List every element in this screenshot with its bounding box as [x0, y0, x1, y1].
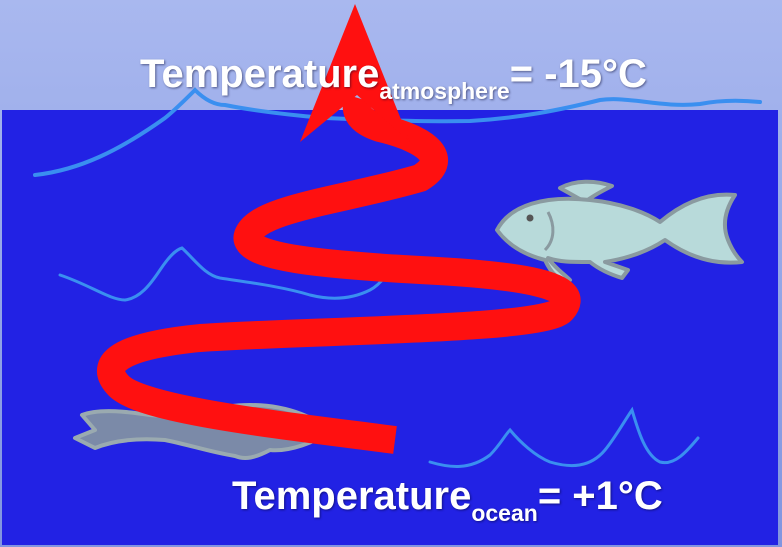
ocean-label-subscript: ocean: [471, 500, 538, 526]
wave-icon: [58, 246, 397, 302]
ocean-temperature-label: Temperatureocean= +1°C: [232, 474, 663, 527]
fish-eye: [526, 214, 534, 222]
ocean-label-value: = +1°C: [537, 474, 663, 518]
atmosphere-temperature-label: Temperatureatmosphere= -15°C: [140, 52, 647, 105]
wave-icon: [428, 406, 700, 468]
ocean-label-prefix: Temperature: [232, 474, 472, 518]
arrow-head: [300, 4, 410, 142]
atmosphere-label-value: = -15°C: [509, 52, 647, 96]
atmosphere-label-prefix: Temperature: [140, 52, 380, 96]
heat-arrow-icon: [97, 4, 581, 454]
fish-icon: [495, 179, 744, 283]
wave-icon: [33, 87, 762, 177]
atmosphere-label-subscript: atmosphere: [379, 78, 510, 104]
